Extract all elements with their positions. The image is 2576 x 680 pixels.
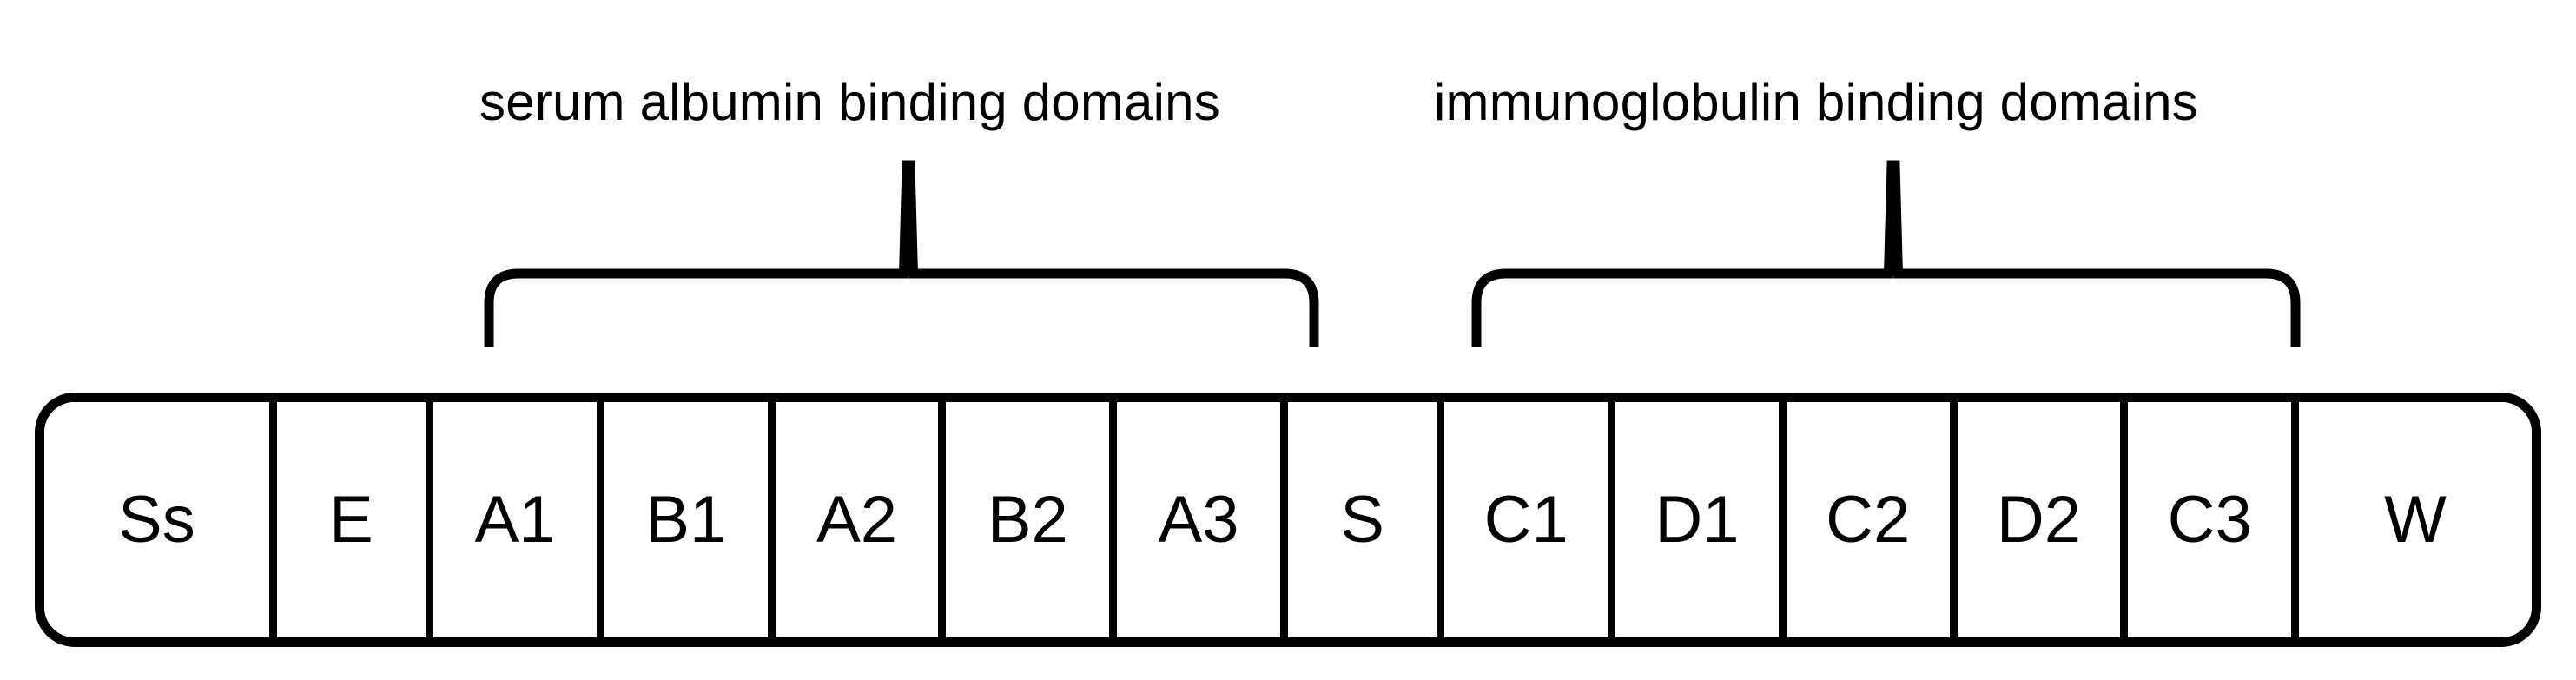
domain-segment: D1 [1615,402,1787,637]
domain-segment: C1 [1444,402,1616,637]
domain-segment: A2 [775,402,947,637]
domain-segment-label: A3 [1158,482,1239,557]
domain-segment: A3 [1117,402,1288,637]
domain-segment-label: B2 [987,482,1068,557]
brace-path [1471,160,2301,347]
domain-segment: B2 [946,402,1118,637]
group-label-serum-albumin: serum albumin binding domains [479,73,1220,131]
domain-segment-label: W [2384,482,2447,557]
domain-segment: S [1287,402,1445,637]
domain-segment-label: D1 [1655,482,1740,557]
domain-segment: E [276,402,434,637]
domain-segment-label: B1 [645,482,727,557]
domain-segment: A1 [433,402,604,637]
domain-segment-label: C2 [1826,482,1911,557]
domain-segment: B1 [604,402,776,637]
domain-segment-label: E [329,482,373,557]
brace-serum-albumin [484,160,1319,347]
domain-segment: D2 [1957,402,2129,637]
domain-segment-label: S [1340,482,1384,557]
brace-immunoglobulin [1471,160,2301,347]
domain-segment: C2 [1786,402,1958,637]
domain-segment-label: A2 [816,482,898,557]
domain-segment: W [2299,402,2532,637]
domain-segment-label: C1 [1483,482,1569,557]
domain-segment-label: Ss [118,482,195,557]
domain-segment-label: D2 [1996,482,2081,557]
domain-segment: Ss [44,402,277,637]
group-label-immunoglobulin: immunoglobulin binding domains [1434,73,2198,131]
domain-segment-label: A1 [474,482,556,557]
brace-path [484,160,1319,347]
domain-bar: Ss E A1 B1 A2 B2 A3 S C1 D1 C2 D2 C3 W [35,393,2541,647]
domain-segment-label: C3 [2167,482,2252,557]
domain-segment: C3 [2128,402,2300,637]
